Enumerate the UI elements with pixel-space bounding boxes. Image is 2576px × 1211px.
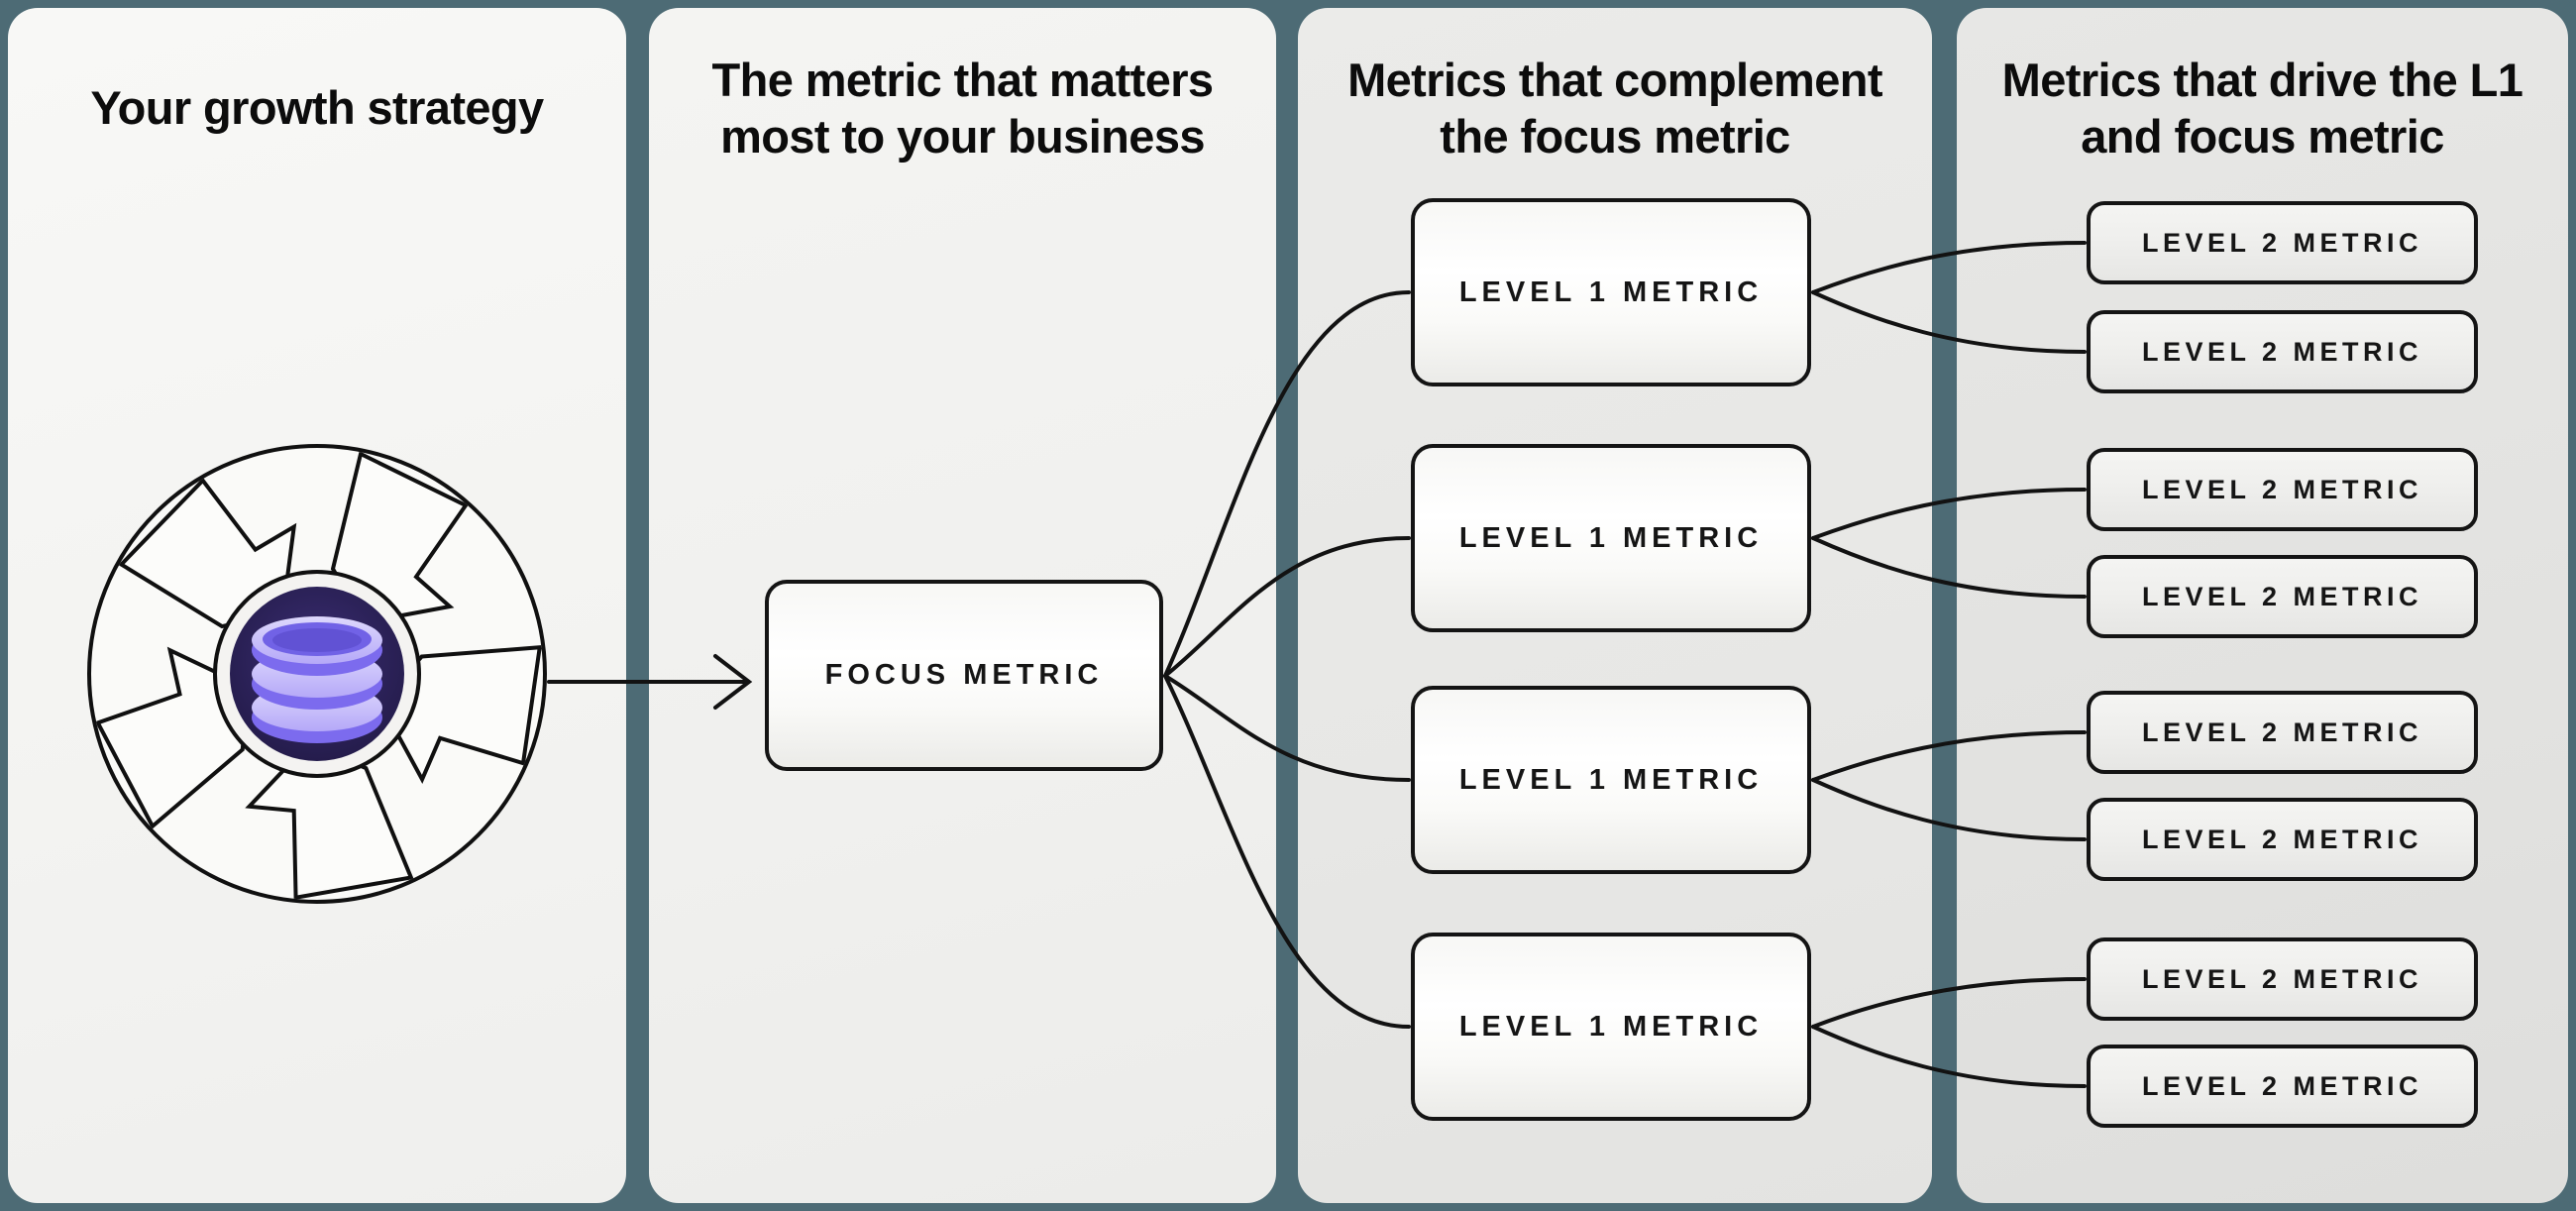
title-line: Metrics that drive the L1: [2001, 53, 2523, 106]
connector-focus-l1-3: [1163, 674, 1411, 782]
level-2-metric-box-7: LEVEL 2 METRIC: [2087, 937, 2478, 1021]
connector-l1-3-l2-6: [1811, 778, 2087, 841]
level-1-metric-box-4: LEVEL 1 METRIC: [1411, 933, 1811, 1121]
title-line: Metrics that complement: [1347, 53, 1882, 106]
panel-title-growth-strategy: Your growth strategy: [8, 48, 626, 168]
title-line: most to your business: [720, 110, 1205, 163]
panel-focus-metric: The metric that matters most to your bus…: [649, 8, 1276, 1203]
level-2-metric-box-6: LEVEL 2 METRIC: [2087, 798, 2478, 881]
level-2-metric-box-3: LEVEL 2 METRIC: [2087, 448, 2478, 531]
title-line: the focus metric: [1440, 110, 1790, 163]
level-1-metric-box-1: LEVEL 1 METRIC: [1411, 198, 1811, 386]
title-line: Your growth strategy: [90, 81, 544, 135]
level-1-metric-label: LEVEL 1 METRIC: [1458, 763, 1764, 796]
level-2-metric-label: LEVEL 2 METRIC: [2141, 581, 2423, 611]
level-1-metric-label: LEVEL 1 METRIC: [1458, 1010, 1764, 1043]
level-2-metric-box-8: LEVEL 2 METRIC: [2087, 1045, 2478, 1128]
level-2-metric-label: LEVEL 2 METRIC: [2141, 963, 2423, 994]
panel-title-focus-metric: The metric that matters most to your bus…: [649, 48, 1276, 168]
focus-metric-box: FOCUS METRIC: [765, 580, 1163, 771]
connector-l1-4-l2-7: [1811, 977, 2087, 1029]
connector-focus-l1-4: [1163, 674, 1411, 1029]
level-1-metric-box-2: LEVEL 1 METRIC: [1411, 444, 1811, 632]
title-line: and focus metric: [2081, 110, 2444, 163]
level-1-metric-label: LEVEL 1 METRIC: [1458, 275, 1764, 308]
level-2-metric-label: LEVEL 2 METRIC: [2141, 824, 2423, 854]
connector-l1-2-l2-3: [1811, 488, 2087, 540]
level-1-metric-label: LEVEL 1 METRIC: [1458, 521, 1764, 554]
level-2-metric-label: LEVEL 2 METRIC: [2141, 336, 2423, 367]
level-2-metric-label: LEVEL 2 METRIC: [2141, 1070, 2423, 1101]
flywheel-blades: [94, 451, 543, 900]
arrowhead: [713, 654, 753, 710]
connector-l1-2-l2-4: [1811, 536, 2087, 599]
connector-l1-4-l2-8: [1811, 1025, 2087, 1088]
connector-focus-l1-1: [1163, 290, 1411, 678]
focus-metric-label: FOCUS METRIC: [824, 659, 1104, 691]
level-2-metric-box-4: LEVEL 2 METRIC: [2087, 555, 2478, 638]
connector-focus-l1-2: [1163, 536, 1411, 678]
level-2-metric-box-1: LEVEL 2 METRIC: [2087, 201, 2478, 284]
database-icon: [252, 616, 382, 743]
level-2-metric-box-2: LEVEL 2 METRIC: [2087, 310, 2478, 393]
panel-title-level-1-metrics: Metrics that complement the focus metric: [1298, 48, 1932, 168]
level-2-metric-label: LEVEL 2 METRIC: [2141, 474, 2423, 504]
title-line: The metric that matters: [711, 53, 1215, 106]
level-2-metric-label: LEVEL 2 METRIC: [2141, 227, 2423, 258]
connector-l1-1-l2-2: [1811, 290, 2087, 354]
panel-title-level-2-metrics: Metrics that drive the L1 and focus metr…: [1957, 48, 2568, 168]
connector-l1-3-l2-5: [1811, 730, 2087, 782]
level-2-metric-box-5: LEVEL 2 METRIC: [2087, 691, 2478, 774]
level-1-metric-box-3: LEVEL 1 METRIC: [1411, 686, 1811, 874]
level-2-metric-label: LEVEL 2 METRIC: [2141, 716, 2423, 747]
connector-l1-1-l2-1: [1811, 241, 2087, 294]
